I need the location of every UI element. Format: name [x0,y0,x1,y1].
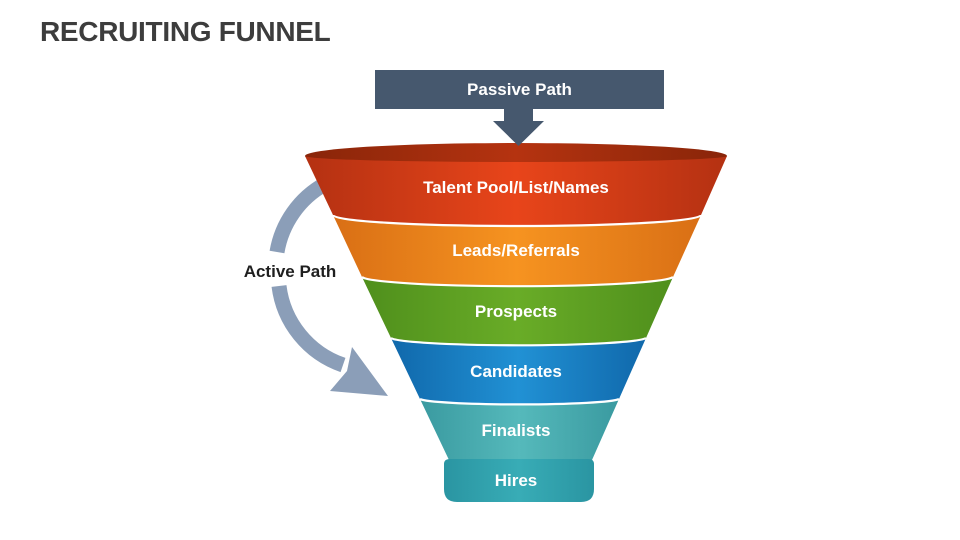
stage-label-hires: Hires [494,471,538,490]
stage-shape-candidates [391,338,646,405]
active-path-label: Active Path [243,262,337,281]
active-path-arrow [269,177,388,396]
stage-shape-talent-pool [305,156,727,226]
stage-label-talent-pool: Talent Pool/List/Names [423,178,609,197]
stage-label-candidates: Candidates [470,362,562,381]
funnel-shape [305,143,727,502]
stage-label-finalists: Finalists [481,421,551,440]
stage-shape-finalists [420,399,619,465]
stage-separators [331,214,703,406]
active-path-arc-lower [271,284,346,373]
stage-shape-prospects [362,277,673,346]
stage-label-prospects: Prospects [474,302,558,321]
page-title: RECRUITING FUNNEL [40,16,331,47]
passive-path-box: Passive Path [375,70,664,109]
stage-shape-leads-referrals [333,215,701,287]
stage-shape-hires-stem [444,459,594,502]
active-path-arc-upper [269,177,329,254]
passive-path-label: Passive Path [467,79,572,99]
passive-path-down-arrow [493,106,544,146]
active-path-arrowhead [330,347,388,396]
stage-label-leads-referrals: Leads/Referrals [452,241,580,260]
